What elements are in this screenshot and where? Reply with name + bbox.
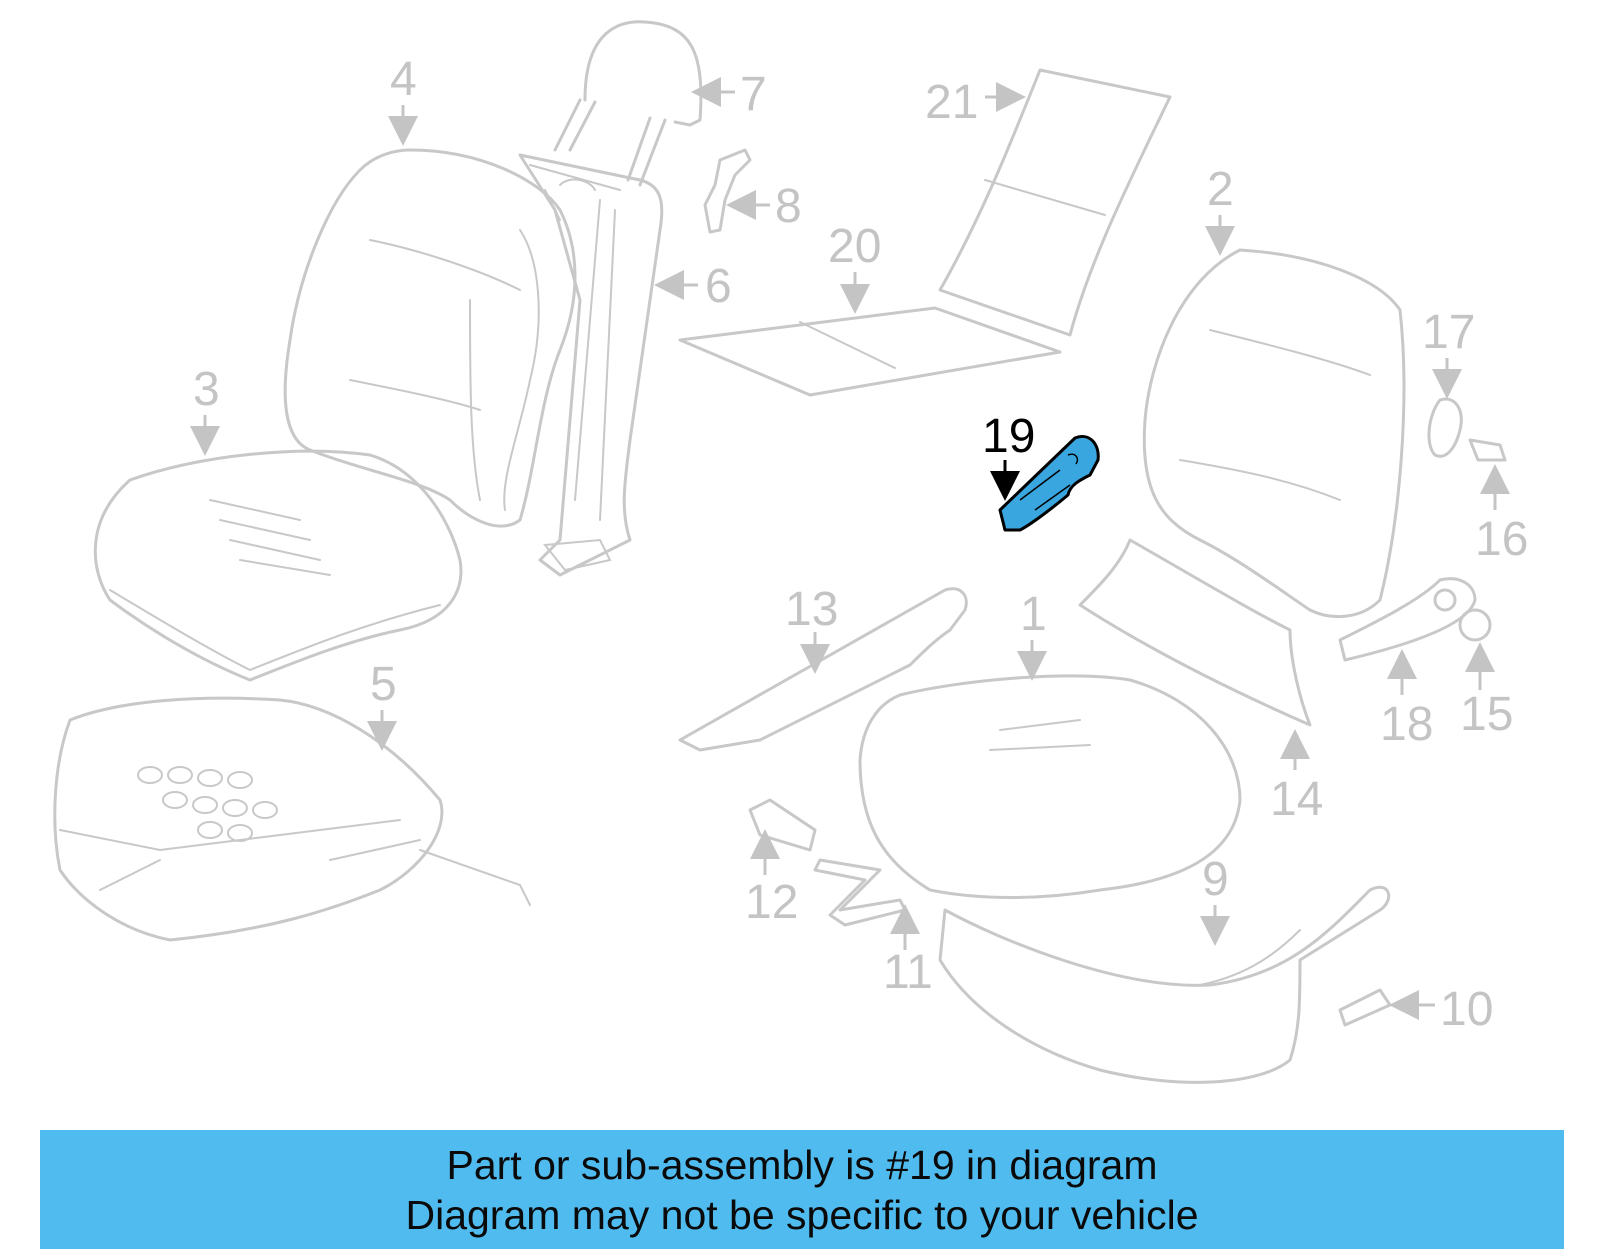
- svg-text:21: 21: [925, 76, 978, 129]
- callout-16: 16: [1475, 464, 1528, 566]
- svg-text:20: 20: [828, 220, 881, 273]
- svg-text:6: 6: [705, 260, 732, 313]
- seat-back-frame: [518, 153, 664, 577]
- seat-back-cover-right: [1142, 248, 1406, 619]
- callout-5: 5: [367, 658, 397, 751]
- svg-text:9: 9: [1202, 853, 1229, 906]
- callout-10: 10: [1389, 983, 1493, 1036]
- svg-text:2: 2: [1207, 163, 1234, 216]
- svg-text:1: 1: [1020, 588, 1047, 641]
- callout-17: 17: [1422, 306, 1475, 399]
- pad-part-20: [678, 306, 1062, 397]
- svg-text:14: 14: [1270, 773, 1323, 826]
- callout-3: 3: [190, 363, 220, 456]
- callout-11: 11: [883, 904, 933, 999]
- svg-text:13: 13: [785, 583, 838, 636]
- trim-panel-14: [1078, 538, 1312, 727]
- clip-part-8: [703, 148, 752, 234]
- callout-7: 7: [691, 68, 767, 121]
- svg-text:18: 18: [1380, 698, 1433, 751]
- seat-cushion-cover-left: [93, 449, 463, 682]
- seat-frame-9: [938, 886, 1391, 1084]
- seat-cushion-frame-left: [53, 696, 531, 942]
- banner-line-2: Diagram may not be specific to your vehi…: [405, 1192, 1199, 1238]
- callout-15: 15: [1460, 642, 1513, 741]
- callout-9: 9: [1200, 853, 1230, 946]
- svg-text:16: 16: [1475, 513, 1528, 566]
- pad-part-21: [938, 68, 1172, 337]
- callout-2: 2: [1205, 163, 1235, 256]
- highlighted-part-19[interactable]: [998, 435, 1100, 532]
- callout-14: 14: [1270, 729, 1323, 826]
- svg-text:15: 15: [1460, 688, 1513, 741]
- svg-text:4: 4: [390, 53, 417, 106]
- callout-4: 4: [388, 53, 418, 146]
- seat-back-cover-left: [283, 148, 577, 528]
- callout-20: 20: [828, 220, 881, 314]
- seat-cushion-right: [858, 674, 1242, 899]
- banner-line-1: Part or sub-assembly is #19 in diagram: [446, 1142, 1158, 1188]
- svg-text:3: 3: [193, 363, 220, 416]
- callout-18: 18: [1380, 649, 1433, 751]
- callout-12: 12: [745, 829, 798, 929]
- callout-21: 21: [925, 76, 1026, 129]
- svg-text:11: 11: [883, 946, 933, 999]
- callout-6: 6: [654, 260, 732, 313]
- callout-19: 19: [982, 410, 1035, 501]
- callout-label: 19: [982, 410, 1035, 463]
- callout-13: 13: [785, 583, 838, 674]
- svg-text:17: 17: [1422, 306, 1475, 359]
- callout-8: 8: [726, 180, 802, 233]
- headrest-part: [553, 20, 703, 187]
- svg-text:8: 8: [775, 180, 802, 233]
- svg-text:10: 10: [1440, 983, 1493, 1036]
- info-banner: Part or sub-assembly is #19 in diagram D…: [40, 1130, 1564, 1249]
- svg-text:12: 12: [745, 876, 798, 929]
- seat-rail-13: [678, 587, 968, 752]
- svg-text:5: 5: [370, 658, 397, 711]
- small-parts-lower: [748, 798, 1392, 1027]
- callout-1: 1: [1017, 588, 1047, 681]
- svg-text:7: 7: [740, 68, 767, 121]
- small-parts-right: [1338, 397, 1507, 662]
